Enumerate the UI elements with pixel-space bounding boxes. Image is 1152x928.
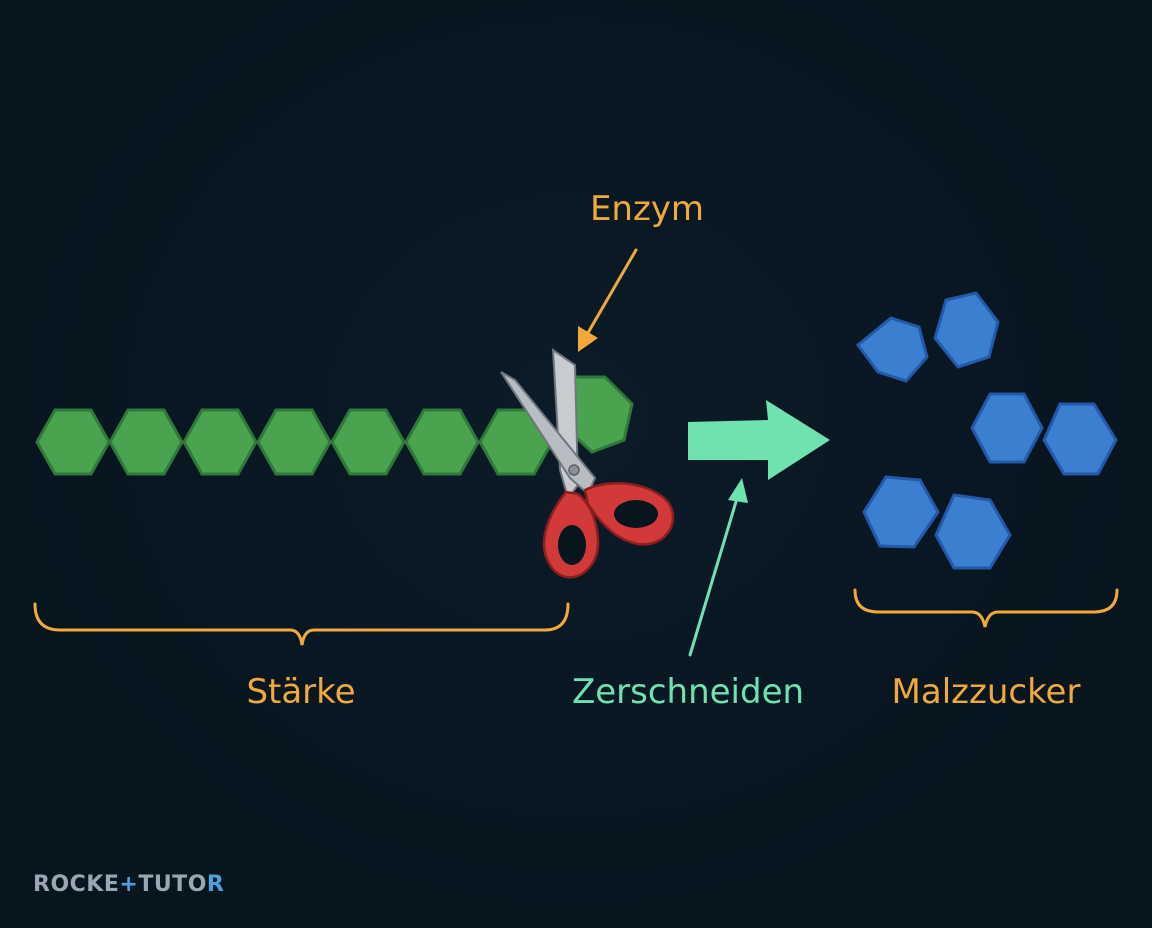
cutting-label: Zerschneiden bbox=[572, 672, 804, 712]
starch-brace bbox=[33, 602, 570, 646]
starch-label: Stärke bbox=[246, 672, 355, 712]
arrow-right-icon bbox=[688, 400, 830, 480]
logo-part-1: ROCKE bbox=[33, 872, 119, 897]
maltose-hexagon bbox=[862, 475, 940, 549]
maltose-molecules bbox=[855, 291, 1118, 570]
starch-hexagon bbox=[330, 408, 406, 476]
starch-hexagon bbox=[404, 408, 480, 476]
brand-logo: ROCKE+TUTOR bbox=[33, 872, 224, 897]
maltose-hexagon bbox=[855, 316, 929, 383]
maltose-hexagon bbox=[1042, 402, 1118, 476]
enzyme-pointer bbox=[583, 248, 638, 340]
logo-part-2: TUTO bbox=[138, 872, 207, 897]
enzyme-label: Enzym bbox=[590, 189, 704, 229]
starch-hexagon bbox=[108, 408, 184, 476]
maltose-hexagon bbox=[934, 493, 1012, 570]
cutting-pointer-head bbox=[728, 478, 748, 503]
enzyme-pointer-head bbox=[578, 326, 598, 352]
scissors-handle-hole bbox=[614, 500, 658, 528]
starch-chain bbox=[35, 375, 634, 476]
logo-part-3: R bbox=[207, 872, 224, 897]
scissors-handle-hole bbox=[558, 525, 586, 565]
logo-plus: + bbox=[119, 872, 138, 897]
maltose-hexagon bbox=[933, 291, 1000, 369]
maltose-label: Malzzucker bbox=[892, 672, 1081, 712]
cutting-pointer bbox=[688, 493, 740, 657]
starch-hexagon bbox=[256, 408, 332, 476]
scissors-pivot bbox=[568, 464, 580, 476]
scissors-icon bbox=[500, 348, 675, 579]
starch-hexagon bbox=[182, 408, 258, 476]
maltose-hexagon bbox=[970, 392, 1044, 464]
maltose-brace bbox=[853, 588, 1119, 628]
starch-hexagon bbox=[35, 408, 111, 476]
